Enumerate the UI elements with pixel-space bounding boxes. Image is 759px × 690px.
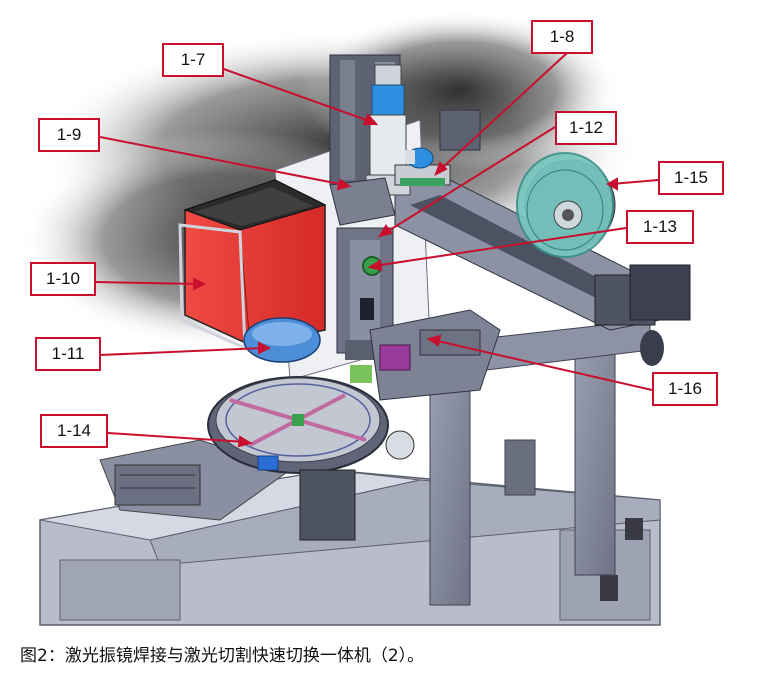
- machine-illustration: [20, 10, 691, 626]
- gantry-frame: [419, 319, 651, 606]
- label-1-12: 1-12: [555, 111, 617, 145]
- label-1-15: 1-15: [658, 161, 724, 195]
- label-1-13: 1-13: [626, 210, 694, 244]
- mechanism-1-16: [350, 309, 501, 460]
- label-1-11: 1-11: [35, 337, 101, 371]
- callout-arrows: [94, 52, 659, 448]
- blue-lens-1-11: [243, 317, 321, 363]
- label-1-8: 1-8: [531, 20, 593, 54]
- rotary-table-1-14: [207, 376, 389, 541]
- label-1-14: 1-14: [40, 414, 108, 448]
- figure-caption: 图2：激光振镜焊接与激光切割快速切换一体机（2）。: [20, 646, 425, 666]
- label-1-7: 1-7: [162, 43, 224, 77]
- label-1-9: 1-9: [38, 118, 100, 152]
- red-housing-1-10: [178, 179, 327, 351]
- label-1-10: 1-10: [30, 262, 96, 296]
- label-1-16: 1-16: [652, 372, 718, 406]
- x-axis-rail: [394, 109, 691, 366]
- reel-1-15: [516, 152, 616, 258]
- head-body: [329, 177, 396, 360]
- fixture-1-8: [394, 147, 451, 186]
